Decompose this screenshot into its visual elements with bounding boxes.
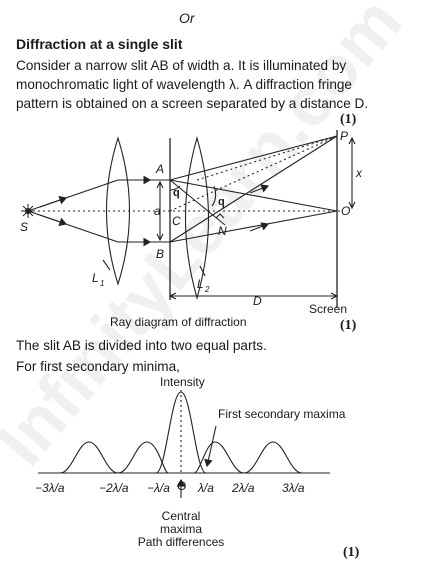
- mark-2: (1): [340, 318, 357, 333]
- secondary-peak-right-1: [193, 441, 245, 474]
- label-theta-2: q: [218, 196, 225, 208]
- central-label-2: maxima: [160, 522, 202, 536]
- label-O: O: [341, 204, 350, 218]
- label-x: x: [355, 166, 363, 180]
- label-C: C: [172, 214, 181, 228]
- label-D: D: [253, 294, 262, 308]
- mark-3: (1): [343, 545, 360, 560]
- path-differences-label: Path differences: [138, 535, 225, 549]
- or-label: Or: [179, 10, 195, 26]
- tick-label: −2λ/a: [99, 481, 129, 495]
- paragraph-line-3: pattern is obtained on a screen separate…: [16, 96, 369, 111]
- label-L1: L: [92, 271, 99, 285]
- tick-label: O: [177, 479, 186, 493]
- label-theta-1: q: [173, 187, 180, 199]
- tick-label: −3λ/a: [35, 481, 65, 495]
- paragraph-line-1: Consider a narrow slit AB of width a. It…: [16, 58, 347, 73]
- lens-l2: [185, 136, 209, 300]
- line-slit-divided: The slit AB is divided into two equal pa…: [16, 338, 267, 353]
- secondary-peak-left-2: [59, 441, 119, 474]
- mark-1: (1): [340, 112, 357, 127]
- diagram-caption: Ray diagram of diffraction: [110, 315, 247, 329]
- label-B: B: [156, 247, 164, 261]
- label-A: A: [155, 162, 164, 176]
- intensity-plot: Intensity First secondary maxima −3λ/a −…: [35, 375, 346, 549]
- label-P: P: [340, 129, 348, 143]
- label-L1-sub: 1: [100, 279, 104, 288]
- tick-label: λ/a: [197, 481, 214, 495]
- section-heading: Diffraction at a single slit: [16, 36, 183, 52]
- first-secondary-maxima-label: First secondary maxima: [218, 407, 346, 421]
- ray-diagram: P A C B O N S a x D q q L 1 L 2 Screen R…: [20, 129, 363, 329]
- label-L2-sub: 2: [204, 285, 210, 294]
- paragraph-line-2: monochromatic light of wavelength λ. A d…: [16, 77, 352, 92]
- tick-label: 3λ/a: [282, 481, 305, 495]
- label-N: N: [218, 224, 227, 238]
- central-label-1: Central: [162, 509, 201, 523]
- intensity-label: Intensity: [160, 375, 205, 389]
- tick-label: −λ/a: [147, 481, 170, 495]
- secondary-peak-right-2: [243, 441, 303, 474]
- label-S: S: [20, 220, 28, 234]
- label-L2: L: [197, 277, 204, 291]
- secondary-peak-left-1: [117, 441, 169, 474]
- light-source-icon: [21, 204, 35, 218]
- screen-label: Screen: [309, 302, 347, 316]
- label-a: a: [154, 204, 161, 218]
- lens-l1: [106, 136, 130, 286]
- line-first-minima: For first secondary minima,: [16, 359, 180, 374]
- tick-label: 2λ/a: [231, 481, 255, 495]
- central-peak: [155, 391, 207, 474]
